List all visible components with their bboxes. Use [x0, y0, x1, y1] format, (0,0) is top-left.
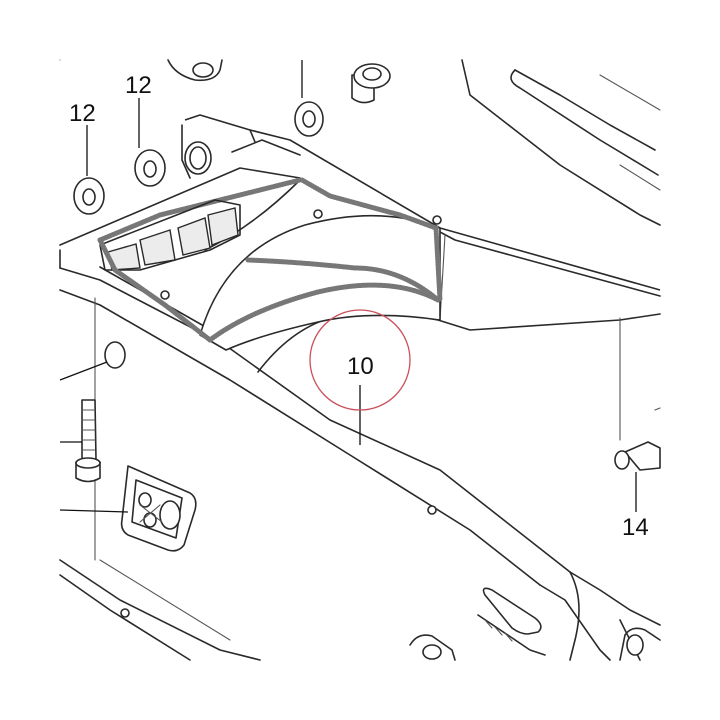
top-bushing	[351, 63, 391, 104]
cross-member	[97, 177, 443, 351]
top-right-bracket	[461, 59, 661, 226]
callout-label-14: 14	[622, 514, 649, 541]
lower-bracket-left	[409, 634, 456, 661]
left-bolt	[60, 399, 101, 483]
top-left-bracket	[167, 59, 223, 82]
left-box-structure	[97, 199, 241, 343]
callout-label-12-left: 12	[69, 100, 96, 127]
highlight-ring-10	[309, 309, 411, 411]
grommet-plate	[59, 465, 197, 552]
washer-12-left	[73, 125, 105, 215]
left-mount-hole	[59, 341, 126, 381]
washer-12-right	[134, 98, 166, 187]
pin-14	[614, 441, 661, 512]
top-washer	[294, 60, 324, 137]
callout-label-12-right: 12	[125, 72, 152, 99]
lower-bracket-right	[619, 627, 661, 661]
lower-slot-right	[477, 587, 546, 656]
callout-label-10: 10	[347, 353, 374, 380]
